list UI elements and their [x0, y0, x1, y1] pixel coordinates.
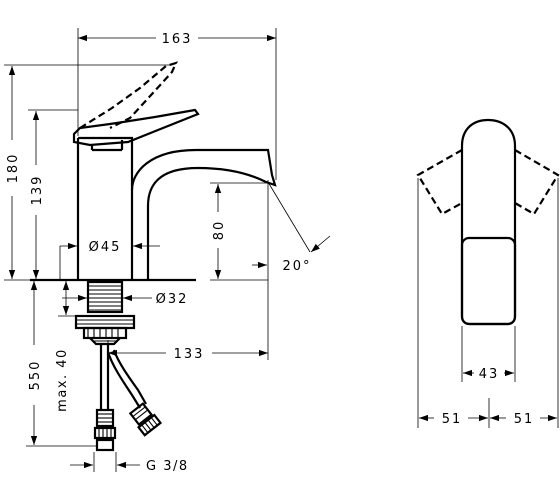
dim-hose-length: 550 — [28, 360, 43, 391]
dim-overall-width: 163 — [162, 32, 193, 47]
dim-swing-left: 51 — [442, 412, 463, 427]
dim-max-counter: max. 40 — [55, 348, 70, 412]
dim-spout-height: 80 — [212, 220, 227, 241]
fixing-nut — [74, 314, 136, 346]
threaded-shank — [86, 280, 124, 314]
dim-swivel-angle: 20° — [282, 259, 311, 274]
supply-hoses — [93, 344, 163, 452]
dim-spout-reach: 133 — [174, 347, 205, 362]
faucet-front-view — [416, 118, 560, 326]
faucet-body — [76, 138, 277, 280]
dim-swing-right: 51 — [514, 412, 535, 427]
dim-body-diameter: Ø45 — [89, 240, 122, 255]
dim-total-height: 180 — [6, 153, 21, 184]
lever-swing-right-dashed — [514, 149, 560, 216]
lever-open-dashed — [79, 61, 178, 129]
faucet-side-view — [30, 61, 277, 452]
lever-swing-left-dashed — [416, 149, 463, 216]
front-dimension-lines: 43 51 51 — [417, 178, 559, 428]
dim-shank-diameter: Ø32 — [156, 292, 189, 307]
dim-connection-thread: G 3/8 — [146, 459, 189, 474]
dimension-lines: 163 180 139 80 Ø45 Ø32 133 — [4, 28, 331, 474]
dim-lever-width: 43 — [479, 367, 500, 382]
dim-lever-height: 139 — [30, 175, 45, 206]
lever-closed — [72, 108, 200, 147]
lever-front-outline — [460, 118, 517, 326]
